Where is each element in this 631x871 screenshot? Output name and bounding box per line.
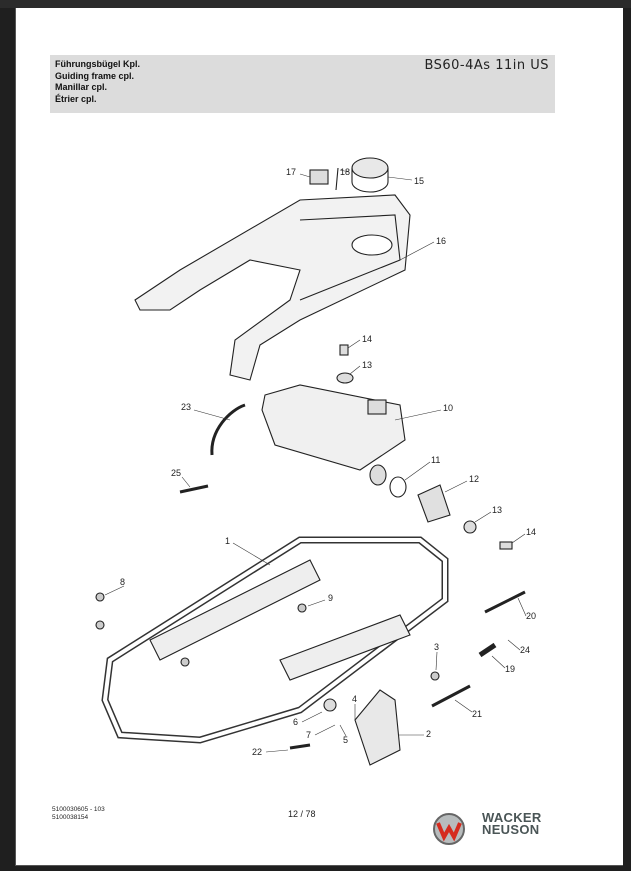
doc-number-2: 5100038154 — [52, 814, 89, 821]
callout-5: 5 — [343, 735, 348, 745]
callout-12: 12 — [469, 474, 479, 484]
callout-9: 9 — [328, 593, 333, 603]
callout-21: 21 — [472, 709, 482, 719]
callout-14b: 14 — [526, 527, 536, 537]
callout-1: 1 — [225, 536, 230, 546]
callout-19: 19 — [505, 664, 515, 674]
callout-16: 16 — [436, 236, 446, 246]
page-number: 12 / 78 — [288, 809, 316, 819]
wacker-neuson-w-icon — [433, 813, 465, 845]
callout-11: 11 — [431, 455, 440, 465]
callout-22: 22 — [252, 747, 262, 757]
callout-25: 25 — [171, 468, 181, 478]
brand-line-2: NEUSON — [482, 822, 540, 837]
doc-number-1: 5100030605 - 103 — [52, 806, 105, 813]
part-cover — [134, 194, 411, 381]
document-numbers: 5100030605 - 103 5100038154 — [52, 806, 105, 822]
callout-3: 3 — [434, 642, 439, 652]
callout-8: 8 — [120, 577, 125, 587]
callout-13: 13 — [362, 360, 372, 370]
callout-17: 17 — [286, 167, 296, 177]
title-es: Manillar cpl. — [55, 82, 108, 92]
callout-2: 2 — [426, 729, 431, 739]
callout-23: 23 — [181, 402, 191, 412]
wacker-neuson-logo: WACKER NEUSON — [430, 810, 560, 846]
title-fr: Étrier cpl. — [55, 93, 97, 104]
part-tank — [261, 384, 406, 471]
viewer-top-bar — [0, 0, 631, 8]
callout-13b: 13 — [492, 505, 502, 515]
title-de: Führungsbügel Kpl. — [55, 59, 140, 69]
callout-6: 6 — [293, 717, 298, 727]
part-titles: Führungsbügel Kpl. Guiding frame cpl. Ma… — [55, 59, 140, 105]
page-header: Führungsbügel Kpl. Guiding frame cpl. Ma… — [50, 55, 555, 113]
part-cap — [351, 157, 389, 179]
callout-14: 14 — [362, 334, 372, 344]
title-en: Guiding frame cpl. — [55, 70, 135, 81]
brand-name: WACKER NEUSON — [482, 810, 542, 837]
model-name: BS60-4As 11in US — [424, 58, 549, 73]
part-lever — [354, 689, 401, 766]
callout-4: 4 — [352, 694, 357, 704]
callout-20: 20 — [526, 611, 536, 621]
callout-24: 24 — [520, 645, 530, 655]
callout-15: 15 — [414, 176, 424, 186]
part-clip — [309, 169, 329, 185]
callout-18: 18 — [340, 167, 350, 177]
callout-10: 10 — [443, 403, 453, 413]
brand-line-1: WACKER — [482, 810, 542, 825]
callout-7: 7 — [306, 730, 311, 740]
